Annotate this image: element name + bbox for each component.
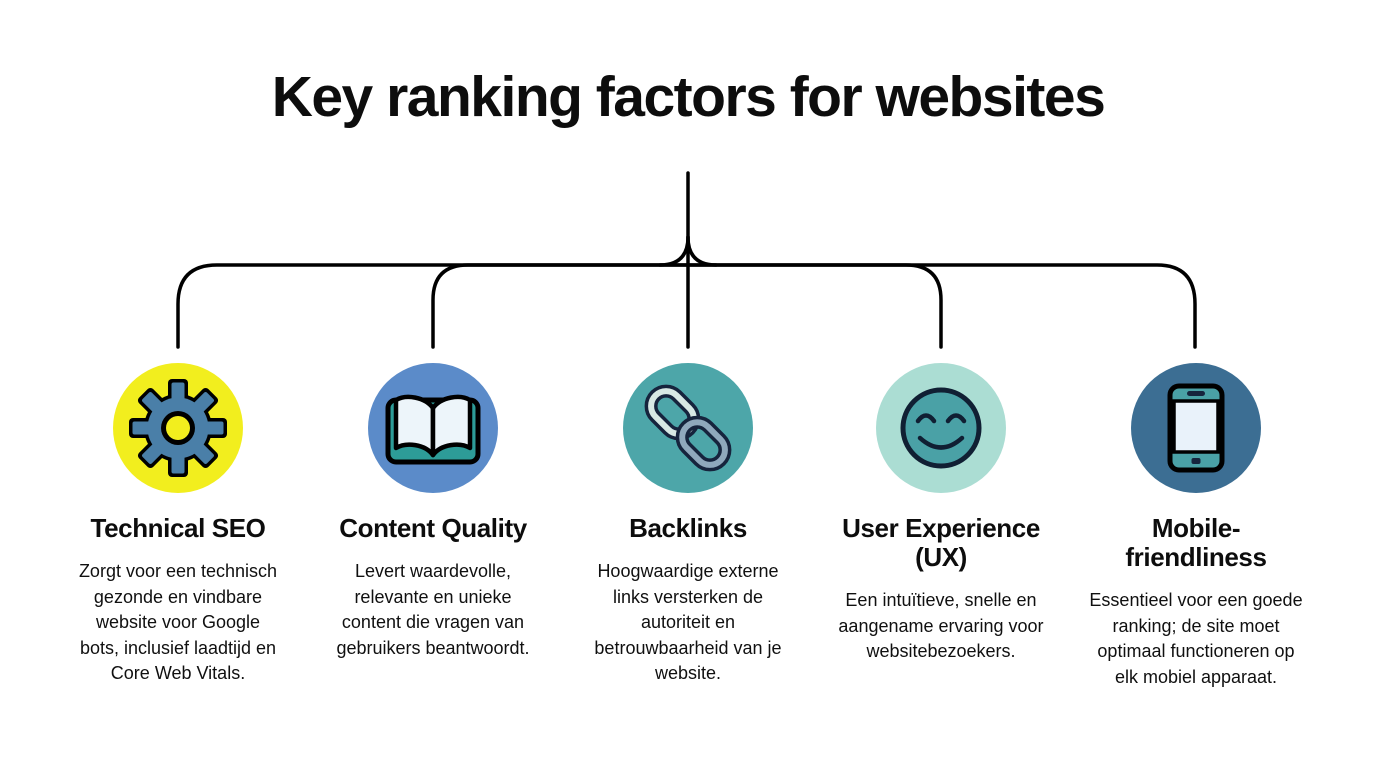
factor-title: User Experience (UX)	[842, 513, 1040, 573]
factor-title: Backlinks	[629, 513, 747, 543]
factor-title: Technical SEO	[90, 513, 266, 543]
branch-right-inner	[686, 263, 943, 349]
factor-title: Mobile- friendliness	[1125, 513, 1267, 573]
trunk-fillet-right	[686, 235, 718, 267]
branch-left-inner	[431, 263, 690, 349]
factor-title: Content Quality	[339, 513, 527, 543]
factor-description: Levert waardevolle, relevante en unieke …	[336, 561, 530, 658]
factor-column-content-quality: Content Quality Levert waardevolle, rele…	[293, 363, 573, 661]
factor-column-mobile-friendliness: Mobile- friendliness Essentieel voor een…	[1056, 363, 1336, 690]
factor-description: Essentieel voor een goede ranking; de si…	[1089, 590, 1303, 687]
page-title: Key ranking factors for websites	[271, 65, 1106, 129]
gear-icon	[113, 363, 243, 493]
factor-description: Een intuïtieve, snelle en aangename erva…	[838, 590, 1044, 662]
factor-column-technical-seo: Technical SEO Zorgt voor een technisch g…	[38, 363, 318, 687]
factor-description: Hoogwaardige externe links versterken de…	[594, 561, 782, 684]
chain-link-icon	[623, 363, 753, 493]
branch-left-outer	[176, 263, 690, 349]
branch-right-outer	[686, 263, 1197, 349]
open-book-icon	[368, 363, 498, 493]
trunk-fillet-left	[658, 235, 690, 267]
factor-column-user-experience: User Experience (UX) Een intuïtieve, sne…	[801, 363, 1081, 665]
smartphone-icon	[1131, 363, 1261, 493]
smiley-face-icon	[876, 363, 1006, 493]
factor-column-backlinks: Backlinks Hoogwaardige externe links ver…	[548, 363, 828, 687]
factor-description: Zorgt voor een technisch gezonde en vind…	[78, 561, 278, 684]
